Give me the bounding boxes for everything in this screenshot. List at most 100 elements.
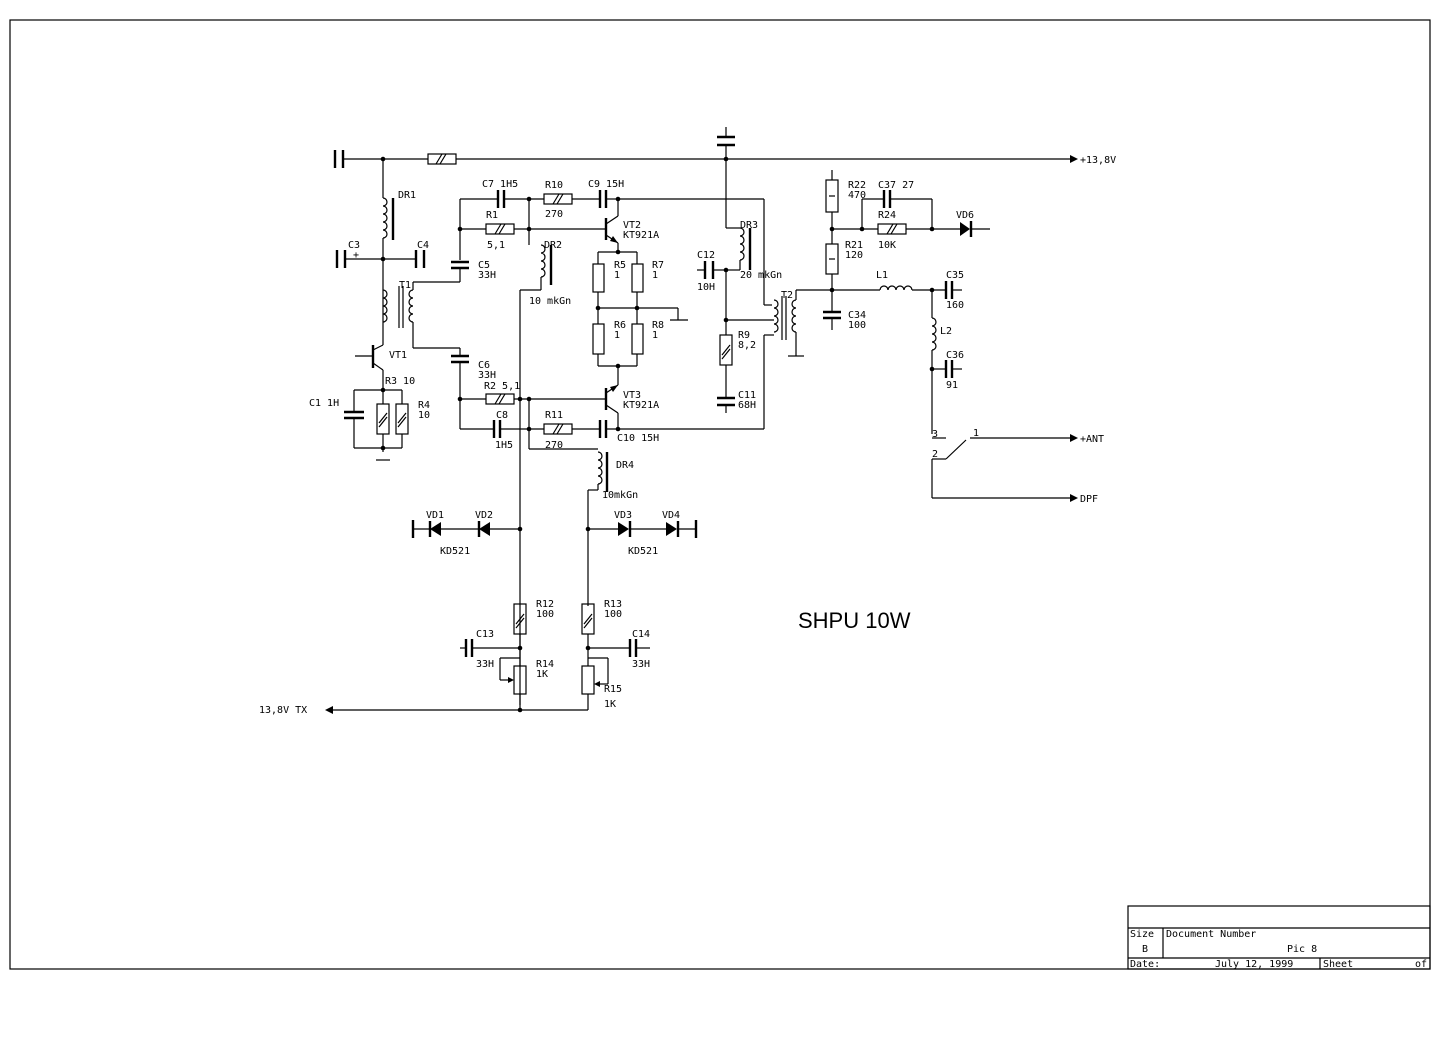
c8-label: C8 [496, 410, 508, 421]
diagram-title: SHPU 10W [798, 608, 911, 633]
c6-value: 33H [478, 370, 496, 381]
vd34-value: KD521 [628, 546, 658, 557]
r5-value: 1 [614, 270, 620, 281]
r12-label: R12 [536, 599, 554, 610]
net-ant-label: +ANT [1080, 434, 1104, 445]
dr3-value: 20 mkGn [740, 270, 782, 281]
c1-label: C1 1H [309, 398, 339, 409]
dr2-value: 10 mkGn [529, 296, 571, 307]
vd12-value: KD521 [440, 546, 470, 557]
c11-label: C11 [738, 390, 756, 401]
l2-label: L2 [940, 326, 952, 337]
t1-label: T1 [399, 280, 411, 291]
bias-network: VD1 VD2 KD521 VD3 VD4 KD521 R12 100 C13 … [259, 510, 698, 716]
vd2-label: VD2 [475, 510, 493, 521]
r4-label: R4 [418, 400, 430, 411]
c37-label: C37 27 [878, 180, 914, 191]
switch-pin-2: 2 [932, 449, 938, 460]
dr1-label: DR1 [398, 190, 416, 201]
c8-value: 1H5 [495, 440, 513, 451]
dr4-label: DR4 [616, 460, 634, 471]
r10-value: 270 [545, 209, 563, 220]
r21-value: 120 [845, 250, 863, 261]
c14-label: C14 [632, 629, 650, 640]
c5-label: C5 [478, 260, 490, 271]
r13-label: R13 [604, 599, 622, 610]
r4-value: 10 [418, 410, 430, 421]
r1-value: 5,1 [487, 240, 505, 251]
driver-stage: DR1 C3 + C4 T1 VT1 R3 10 [309, 159, 460, 461]
r22-value: 470 [848, 190, 866, 201]
vt2-label: VT2 [623, 220, 641, 231]
c11-value: 68H [738, 400, 756, 411]
r5-label: R5 [614, 260, 626, 271]
r6-label: R6 [614, 320, 626, 331]
c13-value: 33H [476, 659, 494, 670]
vt3-label: VT3 [623, 390, 641, 401]
c7-label: C7 1H5 [482, 179, 518, 190]
title-block: Size B Document Number Pic 8 Date: July … [1127, 905, 1431, 970]
r24-value: 10K [878, 240, 896, 251]
switch-pin-3: 3 [932, 429, 938, 440]
net-dpf-label: DPF [1080, 494, 1098, 505]
c10-label: C10 15H [617, 433, 659, 444]
c35-label: C35 [946, 270, 964, 281]
r7-label: R7 [652, 260, 664, 271]
vt3-value: KT921A [623, 400, 659, 411]
c34-value: 100 [848, 320, 866, 331]
dr2-label: DR2 [544, 240, 562, 251]
lower-stage: C6 33H R2 5,1 C8 1H5 R11 270 C10 15H [451, 348, 764, 606]
switch-pin-1: 1 [973, 428, 979, 439]
vt1-label: VT1 [389, 350, 407, 361]
dr3-label: DR3 [740, 220, 758, 231]
r14-label: R14 [536, 659, 554, 670]
c6-label: C6 [478, 360, 490, 371]
t2-label: T2 [781, 290, 793, 301]
sheet-label: Sheet [1323, 959, 1353, 970]
r21-label: R21 [845, 240, 863, 251]
r24-label: R24 [878, 210, 896, 221]
r1-label: R1 [486, 210, 498, 221]
c3-label: C3 [348, 240, 360, 251]
r14-value: 1K [536, 669, 548, 680]
c14-value: 33H [632, 659, 650, 670]
document-number-label: Document Number [1166, 929, 1256, 940]
document-number-value: Pic 8 [1287, 944, 1317, 955]
c5-value: 33H [478, 270, 496, 281]
r11-label: R11 [545, 410, 563, 421]
r15-label: R15 [604, 684, 622, 695]
net-vcc-label: +13,8V [1080, 155, 1116, 166]
c4-label: C4 [417, 240, 429, 251]
c9-label: C9 15H [588, 179, 624, 190]
output-stage: DR3 20 mkGn C12 10H R9 8,2 C11 68H T2 [618, 159, 880, 429]
c12-value: 10H [697, 282, 715, 293]
r15-value: 1K [604, 699, 616, 710]
r7-value: 1 [652, 270, 658, 281]
output-network: R22 470 R21 120 C34 100 C37 27 R24 10K V… [823, 170, 1104, 505]
r2-label: R2 5,1 [484, 381, 520, 392]
date-value: July 12, 1999 [1215, 959, 1293, 970]
c13-label: C13 [476, 629, 494, 640]
c34-label: C34 [848, 310, 866, 321]
c12-label: C12 [697, 250, 715, 261]
size-value: B [1142, 944, 1148, 955]
r22-label: R22 [848, 180, 866, 191]
c35-value: 160 [946, 300, 964, 311]
r8-label: R8 [652, 320, 664, 331]
r6-value: 1 [614, 330, 620, 341]
net-tx-label: 13,8V TX [259, 705, 307, 716]
of-label: of [1415, 959, 1427, 970]
vd6-label: VD6 [956, 210, 974, 221]
vd3-label: VD3 [614, 510, 632, 521]
vd1-label: VD1 [426, 510, 444, 521]
r13-value: 100 [604, 609, 622, 620]
r3-label: R3 10 [385, 376, 415, 387]
page-border [9, 19, 1431, 970]
size-label: Size [1130, 929, 1154, 940]
r12-value: 100 [536, 609, 554, 620]
c36-value: 91 [946, 380, 958, 391]
r10-label: R10 [545, 180, 563, 191]
r9-label: R9 [738, 330, 750, 341]
vt2-value: KT921A [623, 230, 659, 241]
